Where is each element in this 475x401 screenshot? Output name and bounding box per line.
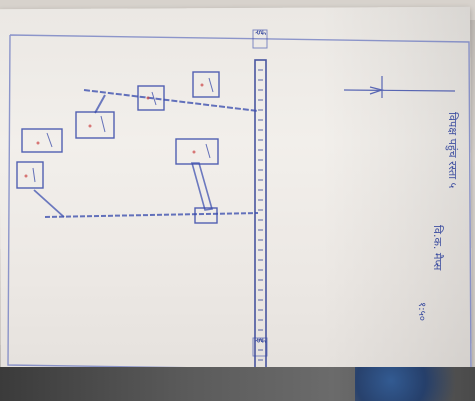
plot-box-far-left	[16, 161, 44, 189]
vertical-road	[254, 59, 267, 373]
road-ticks	[258, 69, 263, 361]
axis-bottom-label: ई	[254, 338, 265, 343]
right-connector	[190, 162, 214, 211]
mid-branch	[94, 94, 106, 114]
plot-box-top	[192, 71, 220, 98]
north-arrow-icon	[343, 76, 456, 98]
axis-top-cap	[252, 29, 268, 49]
lower-path	[44, 212, 259, 218]
plot-box-left-mid	[75, 111, 115, 139]
plot-box-right	[175, 138, 219, 165]
left-branch	[33, 189, 65, 218]
plot-box-upper-mid	[137, 85, 165, 111]
plot-box-bottom	[194, 207, 218, 224]
notes-block-2: वि.क. मैप्स	[431, 225, 444, 271]
axis-top-label: ई	[254, 30, 265, 35]
scale-text: १:५०	[416, 302, 427, 321]
background-blue-object	[355, 367, 475, 401]
box-scribbles	[32, 77, 214, 183]
notes-block-1: विपक्ष पहुंच रस्ता ५	[446, 112, 459, 189]
plot-box-left	[21, 128, 63, 153]
axis-bottom-cap	[252, 337, 268, 357]
box-marks	[24, 83, 204, 178]
sheet-border	[7, 34, 472, 373]
upper-path	[83, 89, 259, 112]
